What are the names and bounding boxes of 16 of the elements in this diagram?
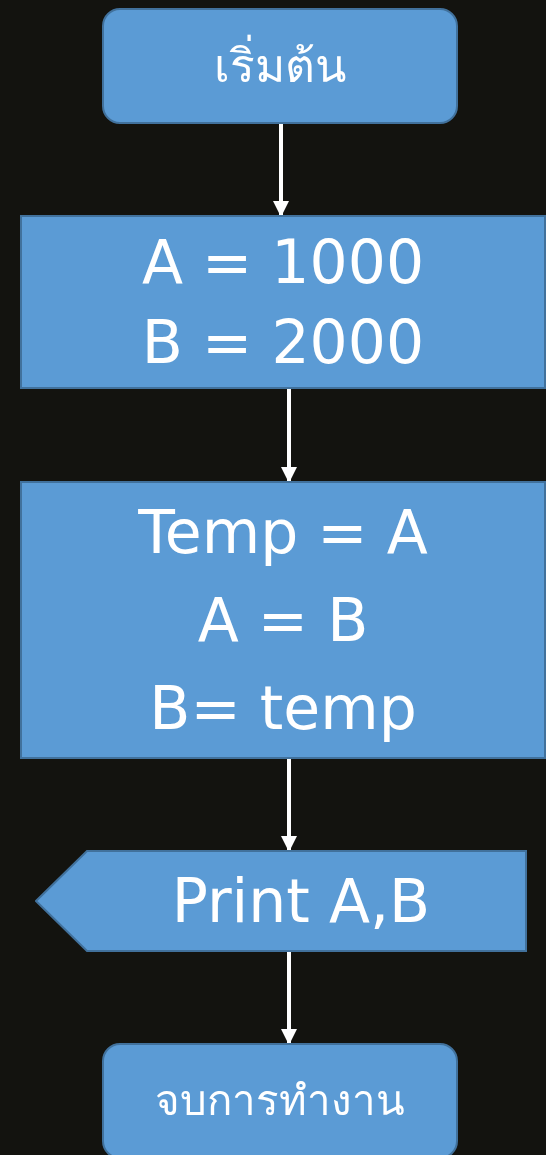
arrow bbox=[281, 389, 297, 483]
node-text: Temp = A bbox=[138, 496, 428, 569]
terminal-box bbox=[102, 8, 458, 124]
terminal-box bbox=[102, 1043, 458, 1155]
node-text: จบการทำงาน bbox=[155, 1075, 405, 1127]
process-box bbox=[20, 215, 546, 389]
display-shape bbox=[35, 850, 527, 952]
node-text: A = B bbox=[197, 584, 369, 657]
arrow bbox=[281, 759, 297, 852]
node-text: Print A,B bbox=[170, 866, 431, 936]
arrow bbox=[281, 952, 297, 1045]
process-box bbox=[20, 481, 546, 759]
node-text: A = 1000 bbox=[141, 226, 425, 299]
arrow bbox=[273, 124, 289, 217]
node-text: B= temp bbox=[149, 672, 417, 745]
node-text: B = 2000 bbox=[141, 306, 425, 379]
